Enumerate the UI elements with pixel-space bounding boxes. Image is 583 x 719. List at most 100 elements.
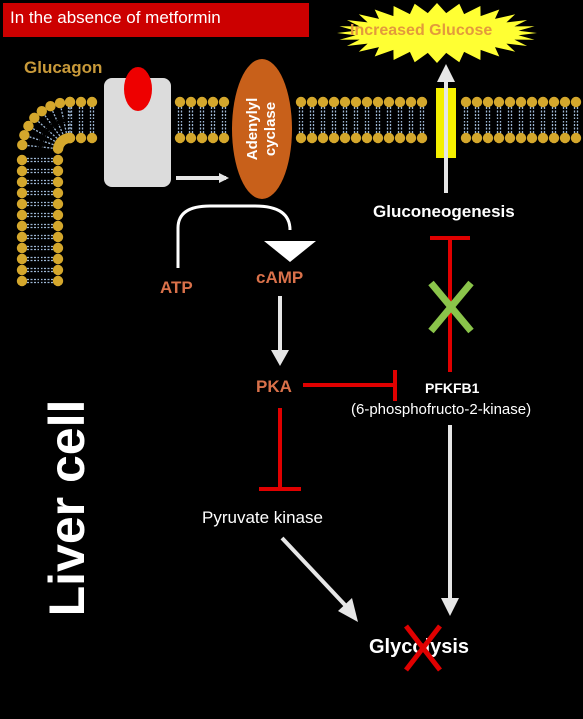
membrane-bead — [29, 112, 40, 124]
membrane-bead — [64, 96, 76, 108]
membrane-bead — [23, 120, 34, 132]
membrane-bead — [394, 96, 406, 108]
glucagon-receptor — [104, 78, 171, 187]
membrane-bead — [52, 165, 64, 177]
membrane-bead — [16, 187, 28, 199]
membrane-bead — [460, 96, 472, 108]
camp-label: cAMP — [256, 268, 304, 287]
membrane-bead — [515, 132, 527, 144]
membrane-bead — [185, 132, 197, 144]
membrane-bead — [52, 143, 64, 154]
membrane-bead — [54, 97, 66, 109]
lipid-tail — [57, 123, 64, 135]
membrane-bead — [339, 96, 351, 108]
membrane-bead — [16, 220, 28, 232]
membrane-bead — [350, 132, 362, 144]
pyruvate-kinase-label: Pyruvate kinase — [202, 508, 323, 527]
membrane-bead — [52, 264, 64, 276]
membrane-lipid-tails — [27, 107, 579, 284]
lipid-tail — [60, 108, 65, 120]
membrane-bead — [317, 132, 329, 144]
membrane-bead — [515, 96, 527, 108]
membrane-bead — [86, 96, 98, 108]
title-bar — [3, 3, 309, 37]
membrane-bead — [52, 231, 64, 243]
membrane-bead — [75, 96, 87, 108]
lipid-tail — [48, 130, 58, 139]
lipid-tail — [29, 136, 40, 141]
adenylyl-cyclase — [232, 59, 292, 199]
membrane-bead — [218, 132, 230, 144]
lipid-tail — [52, 126, 61, 137]
membrane-bead — [16, 253, 28, 265]
membrane-bead — [416, 96, 428, 108]
membrane-bead — [405, 132, 417, 144]
membrane-bead — [207, 132, 219, 144]
glucose-arrow-head — [437, 64, 455, 82]
membrane-bead — [504, 96, 516, 108]
membrane-bead — [52, 176, 64, 188]
atp-label: ATP — [160, 278, 193, 297]
membrane-bead — [361, 132, 373, 144]
membrane-bead — [526, 132, 538, 144]
membrane-bead — [52, 275, 64, 287]
membrane-bead — [548, 132, 560, 144]
cell-membrane — [16, 96, 582, 287]
membrane-bead — [372, 96, 384, 108]
increased-glucose-label: Increased Glucose — [350, 22, 493, 39]
lipid-tail — [41, 146, 53, 149]
membrane-bead — [207, 96, 219, 108]
membrane-bead — [482, 96, 494, 108]
pka-arrow-head — [271, 350, 289, 366]
membrane-bead — [559, 132, 571, 144]
membrane-bead — [52, 198, 64, 210]
increased-glucose-burst — [337, 3, 537, 63]
membrane-bead — [16, 154, 28, 166]
membrane-bead — [482, 132, 494, 144]
membrane-bead — [537, 96, 549, 108]
membrane-bead — [16, 231, 28, 243]
adenylyl-label-line2: cyclase — [262, 101, 279, 157]
gluconeogenesis-label: Gluconeogenesis — [373, 202, 515, 221]
membrane-bead — [16, 165, 28, 177]
membrane-bead — [372, 132, 384, 144]
membrane-bead — [174, 96, 186, 108]
membrane-bead — [416, 132, 428, 144]
membrane-bead — [16, 242, 28, 254]
glucagon-ligand — [124, 67, 152, 111]
membrane-bead — [196, 132, 208, 144]
membrane-bead — [52, 154, 64, 166]
membrane-bead — [16, 209, 28, 221]
glycolysis-arrow-head-left — [338, 598, 358, 622]
membrane-bead — [52, 220, 64, 232]
pka-label: PKA — [256, 377, 292, 396]
membrane-bead — [548, 96, 560, 108]
pfkfb1-label: PFKFB1 — [425, 380, 480, 396]
membrane-bead — [52, 187, 64, 199]
membrane-bead — [295, 132, 307, 144]
membrane-bead — [339, 132, 351, 144]
membrane-bead — [317, 96, 329, 108]
membrane-bead — [350, 96, 362, 108]
membrane-bead — [52, 242, 64, 254]
blocked-inhibition-x-stroke — [428, 280, 474, 334]
membrane-bead — [218, 96, 230, 108]
membrane-bead — [328, 132, 340, 144]
membrane-bead — [493, 96, 505, 108]
membrane-bead — [460, 132, 472, 144]
adenylyl-cyclase-label: Adenylyl cyclase — [244, 98, 280, 161]
membrane-bead — [383, 96, 395, 108]
membrane-bead — [493, 132, 505, 144]
membrane-bead — [559, 96, 571, 108]
membrane-bead — [16, 264, 28, 276]
membrane-bead — [86, 132, 98, 144]
membrane-bead — [328, 96, 340, 108]
lipid-tail — [32, 128, 43, 135]
lipid-tail — [44, 115, 52, 125]
pfkfb1-fullname-label: (6-phosphofructo-2-kinase) — [351, 401, 532, 418]
membrane-bead — [361, 96, 373, 108]
membrane-bead — [17, 139, 28, 151]
atp-to-camp-arrow — [176, 204, 292, 268]
membrane-bead — [295, 96, 307, 108]
membrane-bead — [16, 275, 28, 287]
